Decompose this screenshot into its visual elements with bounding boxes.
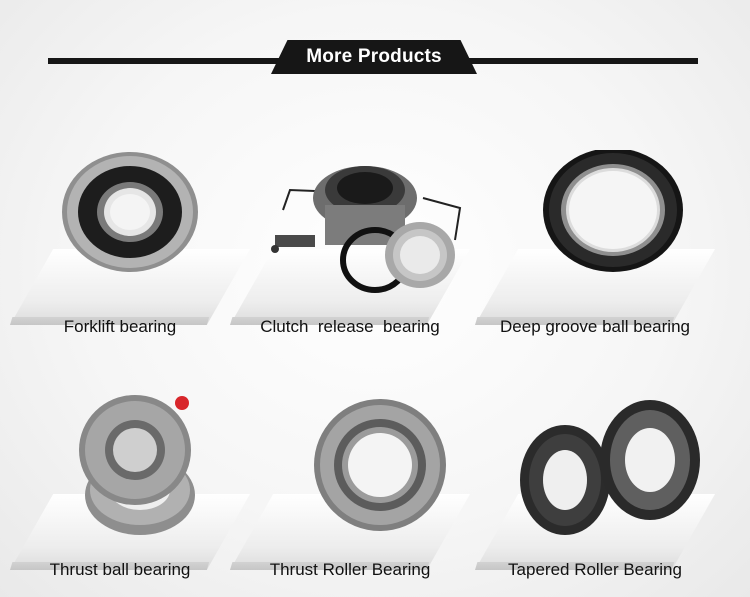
product-label: Thrust Roller Bearing: [269, 560, 431, 579]
tapered-roller-bearing-image: [520, 400, 700, 535]
forklift-bearing-image: [62, 152, 198, 272]
product-label: Thrust ball bearing: [49, 560, 191, 579]
thrust-roller-bearing-image: [314, 399, 446, 531]
product-card-tapered-roller[interactable]: Tapered Roller Bearing: [475, 385, 735, 585]
deep-groove-ball-bearing-image: [543, 150, 683, 272]
product-card-forklift[interactable]: Forklift bearing: [10, 150, 250, 350]
product-label: Tapered Roller Bearing: [508, 560, 682, 579]
header-tab: More Products: [271, 40, 477, 74]
clutch-release-bearing-image: [271, 166, 462, 293]
display-shelf: [230, 210, 470, 325]
product-card-deep-groove[interactable]: Deep groove ball bearing: [475, 150, 735, 350]
product-card-thrust-ball[interactable]: Thrust ball bearing: [10, 385, 250, 585]
thrust-ball-bearing-image: [79, 395, 195, 535]
product-card-thrust-roller[interactable]: Thrust Roller Bearing: [230, 385, 495, 585]
product-label: Clutch release bearing: [260, 317, 440, 336]
product-card-clutch[interactable]: Clutch release bearing: [230, 150, 495, 350]
page-title: More Products: [306, 46, 442, 67]
product-label: Forklift bearing: [63, 317, 177, 336]
product-label: Deep groove ball bearing: [500, 317, 690, 336]
